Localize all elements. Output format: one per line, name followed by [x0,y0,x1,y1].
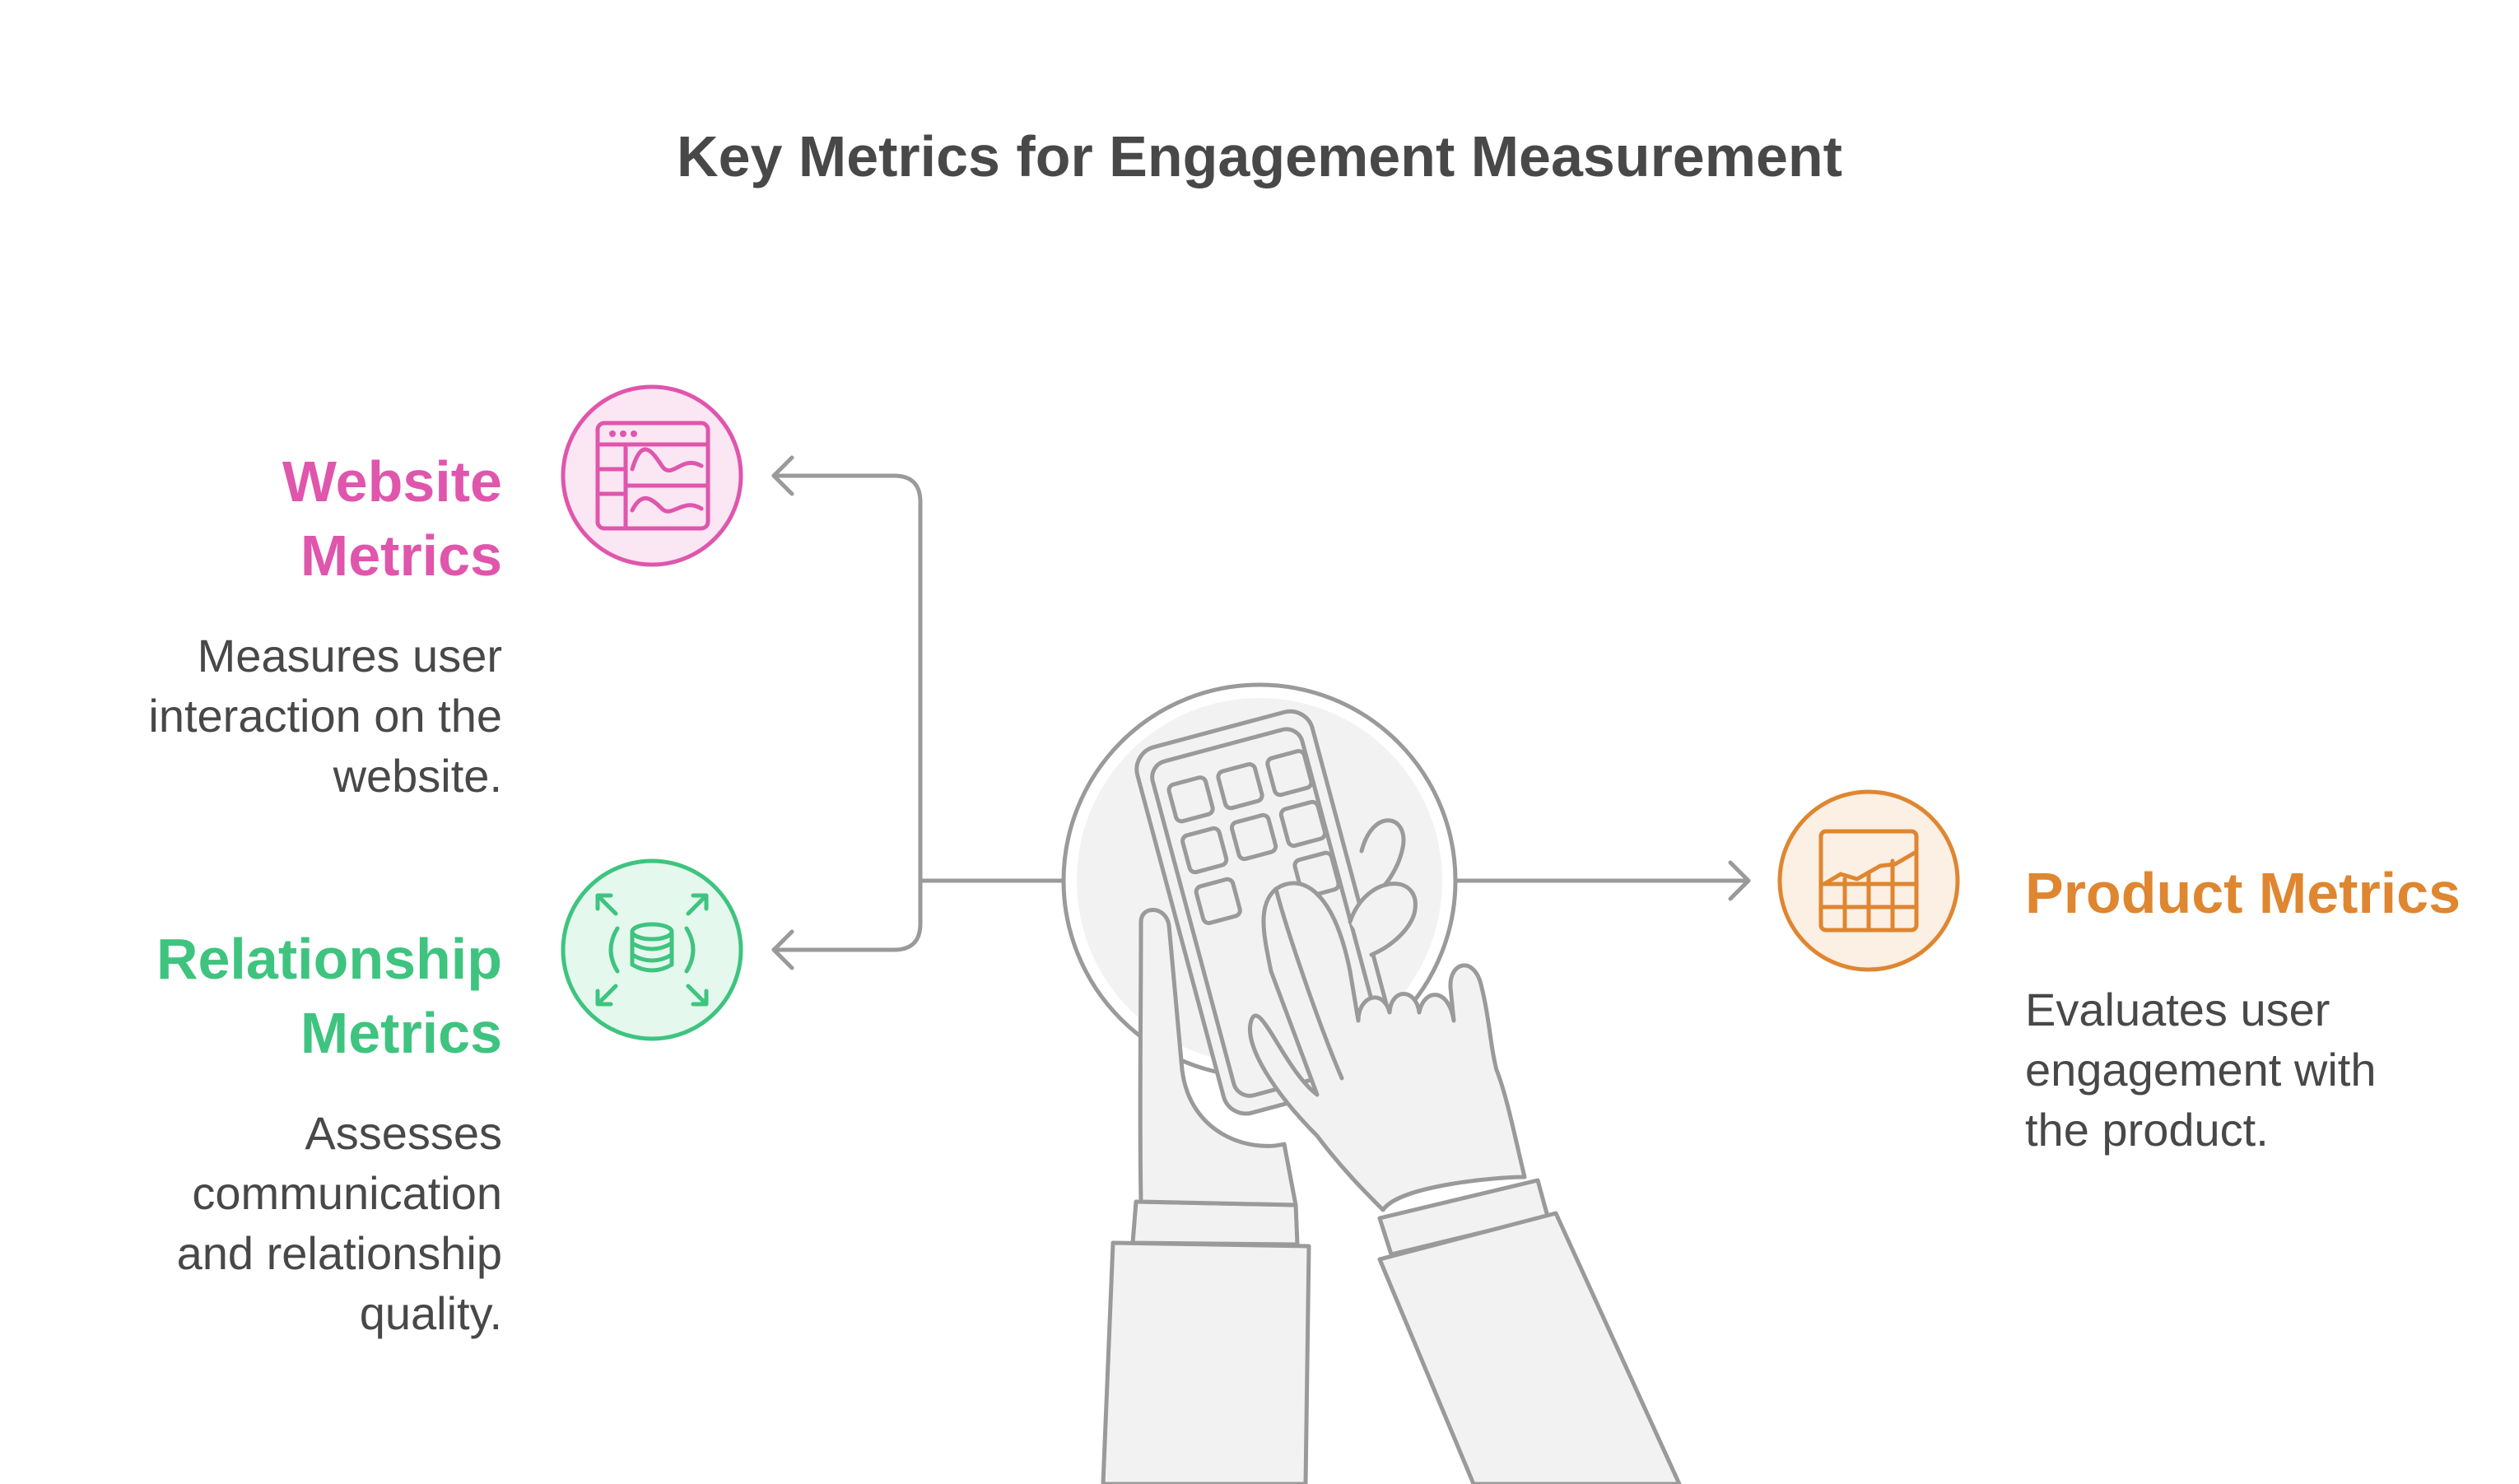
connectors [771,455,1751,970]
left-thumb-top [1359,818,1406,890]
product-heading-label: Product Metrics [2025,861,2461,925]
relationship-desc-line3: and relationship [176,1227,502,1279]
product-desc-line3: the product. [2025,1104,2269,1156]
relationship-heading-line1: Relationship [156,927,502,991]
website-metrics-description: Measures user interaction on the website… [82,626,502,806]
connector-to-website [771,473,1066,883]
product-desc-line2: engagement with [2025,1044,2377,1096]
page-title: Key Metrics for Engagement Measurement [677,124,1842,188]
website-desc-line2: interaction on the [148,690,502,742]
database-expand-icon [561,858,743,1041]
website-desc-line1: Measures user [197,630,502,682]
relationship-desc-line1: Assesses [305,1107,502,1159]
website-heading-line2: Metrics [300,523,502,588]
website-desc-line3: website. [333,750,502,802]
browser-chart-icon [561,384,743,567]
hands-phone-icon [1061,682,1682,1484]
relationship-desc-line4: quality. [359,1287,502,1339]
website-metrics-heading: Website Metrics [82,444,502,593]
left-finger-mid [1348,882,1418,957]
relationship-metrics-description: Assesses communication and relationship … [82,1103,502,1343]
product-metrics-description: Evaluates user engagement with the produ… [2025,979,2503,1160]
relationship-metrics-heading: Relationship Metrics [82,922,502,1070]
arrowhead-website [771,455,794,496]
relationship-heading-line2: Metrics [300,1001,502,1065]
left-hand [1138,908,1298,1207]
product-metrics-heading: Product Metrics [2025,856,2503,930]
right-hand [1248,881,1527,1212]
relationship-desc-line2: communication [192,1167,502,1219]
left-sleeve [1101,1240,1311,1484]
product-desc-line1: Evaluates user [2025,984,2330,1035]
right-sleeve [1377,1211,1682,1484]
arrowhead-product [1728,860,1751,901]
website-heading-line1: Website [282,449,502,514]
grid-chart-icon [1777,789,1960,972]
connector-to-relationship [771,878,923,952]
arrowhead-relationship [771,929,794,970]
left-cuff [1130,1199,1300,1247]
right-index-finger [1273,886,1344,1081]
